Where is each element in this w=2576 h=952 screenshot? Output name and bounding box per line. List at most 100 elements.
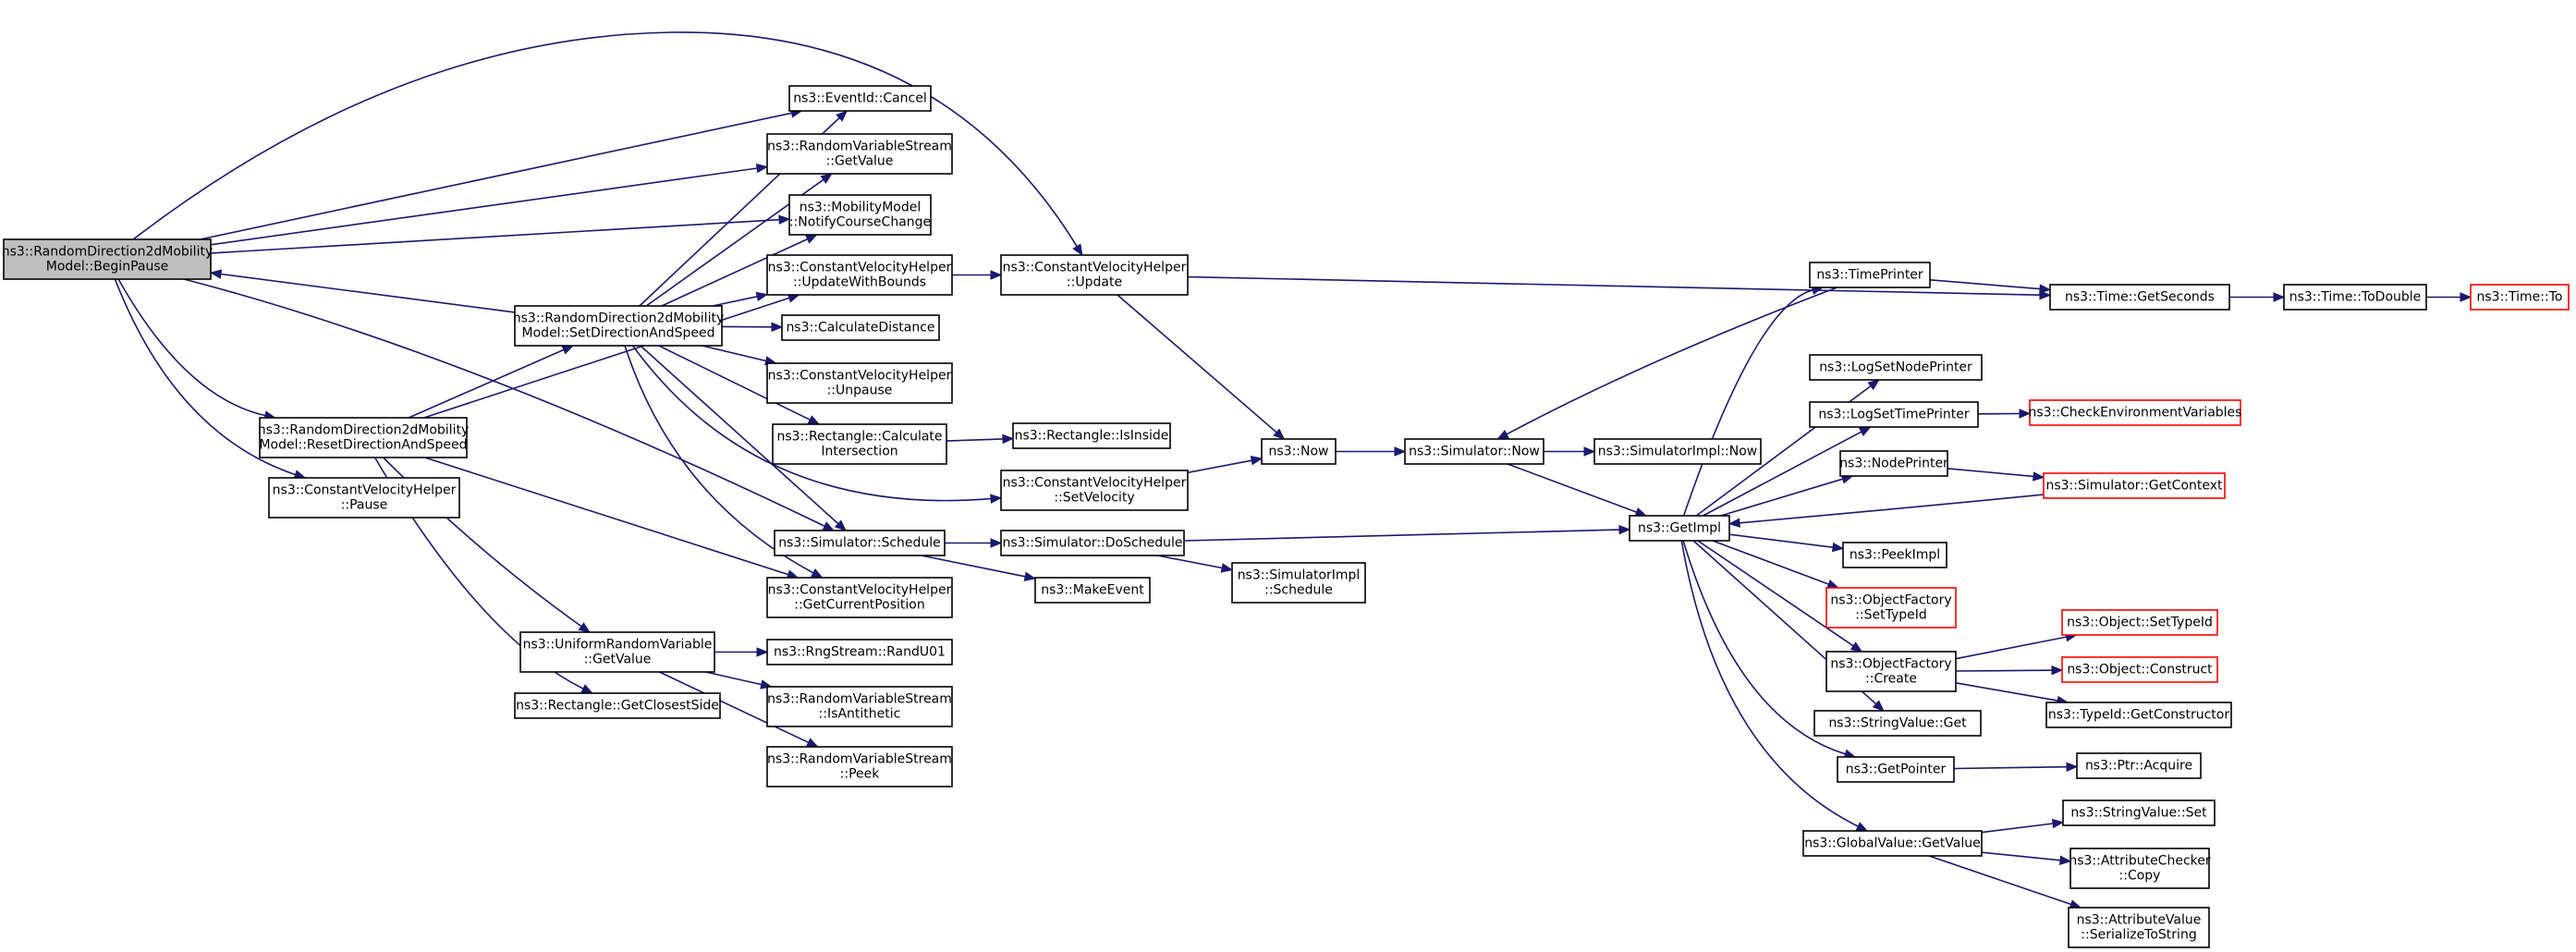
graph-node-ac-copy[interactable]: ns3::AttributeChecker::Copy: [2069, 848, 2211, 889]
graph-node-time-getseconds[interactable]: ns3::Time::GetSeconds: [2049, 284, 2230, 311]
graph-node-ns3-now[interactable]: ns3::Now: [1261, 438, 1337, 465]
node-label: ::GetValue: [826, 154, 894, 169]
graph-node-urv-getvalue[interactable]: ns3::UniformRandomVariable::GetValue: [519, 631, 715, 673]
graph-node-of-settypeid[interactable]: ns3::ObjectFactory::SetTypeId: [1825, 587, 1957, 629]
graph-node-event-cancel[interactable]: ns3::EventId::Cancel: [788, 85, 932, 112]
graph-node-calc-distance[interactable]: ns3::CalculateDistance: [781, 314, 940, 341]
graph-node-sim-doschedule[interactable]: ns3::Simulator::DoSchedule: [1000, 530, 1185, 556]
graph-node-peek-impl[interactable]: ns3::PeekImpl: [1842, 542, 1947, 568]
graph-node-check-env[interactable]: ns3::CheckEnvironmentVariables: [2029, 399, 2242, 426]
node-box: [772, 423, 947, 465]
call-edge-line: [702, 345, 766, 362]
graph-node-set-dir-speed[interactable]: ns3::RandomDirection2dMobilityModel::Set…: [513, 305, 724, 347]
node-box: [766, 133, 953, 175]
arrowhead-icon: [836, 110, 848, 122]
call-edge-line: [1720, 478, 1843, 517]
call-edge-line: [1739, 494, 2045, 524]
graph-node-cvh-setvel[interactable]: ns3::ConstantVelocityHelper::SetVelocity: [1000, 470, 1189, 511]
graph-node-time-todouble[interactable]: ns3::Time::ToDouble: [2283, 284, 2427, 311]
graph-node-cvh-update-bounds[interactable]: ns3::ConstantVelocityHelper::UpdateWithB…: [766, 254, 953, 296]
node-box: [1802, 830, 1983, 857]
graph-node-rect-isinside[interactable]: ns3::Rectangle::IsInside: [1012, 422, 1171, 449]
node-label: ns3::Simulator::GetContext: [2045, 479, 2223, 494]
graph-node-get-pointer[interactable]: ns3::GetPointer: [1837, 756, 1955, 783]
graph-node-log-set-time[interactable]: ns3::LogSetTimePrinter: [1809, 401, 1979, 428]
node-label: Intersection: [821, 445, 897, 459]
node-label: ::GetValue: [584, 653, 652, 667]
graph-node-get-impl[interactable]: ns3::GetImpl: [1629, 515, 1730, 542]
graph-node-obj-construct[interactable]: ns3::Object::Construct: [2061, 656, 2218, 683]
arrowhead-icon: [1394, 446, 1407, 457]
graph-node-mm-notify[interactable]: ns3::MobilityModel::NotifyCourseChange: [788, 194, 932, 236]
arrowhead-icon: [834, 519, 847, 531]
node-label: ::Schedule: [1264, 583, 1333, 598]
node-box: [1034, 577, 1151, 604]
node-label: ::SetVelocity: [1054, 491, 1134, 506]
node-label: Model::SetDirectionAndSpeed: [522, 326, 715, 341]
graph-node-stringvalue-get[interactable]: ns3::StringValue::Get: [1813, 710, 1982, 737]
node-label: ::Unpause: [827, 384, 893, 398]
graph-node-typeid-getctor[interactable]: ns3::TypeId::GetConstructor: [2045, 702, 2232, 728]
graph-node-cvh-update[interactable]: ns3::ConstantVelocityHelper::Update: [1000, 254, 1189, 296]
node-label: ns3::Time::GetSeconds: [2065, 290, 2215, 305]
node-label: ns3::ObjectFactory: [1830, 657, 1951, 672]
graph-node-make-event[interactable]: ns3::MakeEvent: [1034, 577, 1151, 604]
graph-node-simimpl-now[interactable]: ns3::SimulatorImpl::Now: [1593, 438, 1762, 465]
node-label: Model::ResetDirectionAndSpeed: [259, 438, 467, 453]
call-edge-line: [1929, 279, 2041, 290]
graph-node-sim-now[interactable]: ns3::Simulator::Now: [1404, 438, 1544, 465]
graph-node-node-printer[interactable]: ns3::NodePrinter: [1839, 450, 1948, 477]
node-label: ns3::StringValue::Get: [1828, 716, 1967, 731]
graph-node-cvh-pause[interactable]: ns3::ConstantVelocityHelper::Pause: [268, 477, 460, 519]
node-box: [1000, 254, 1189, 296]
graph-node-begin-pause: ns3::RandomDirection2dMobilityModel::Beg…: [2, 238, 213, 280]
graph-node-rvs-peek[interactable]: ns3::RandomVariableStream::Peek: [766, 746, 953, 787]
call-edge: [1981, 851, 2072, 865]
graph-node-obj-settypeid[interactable]: ns3::Object::SetTypeId: [2061, 609, 2218, 636]
graph-node-rvs-isanti[interactable]: ns3::RandomVariableStream::IsAntithetic: [766, 686, 953, 727]
node-label: ::IsAntithetic: [819, 707, 901, 722]
node-label: ns3::NodePrinter: [1839, 457, 1948, 471]
call-edge-line: [640, 345, 839, 525]
graph-node-reset-dir-speed[interactable]: ns3::RandomDirection2dMobilityModel::Res…: [258, 417, 469, 458]
arrowhead-icon: [2051, 665, 2064, 676]
arrowhead-icon: [990, 270, 1003, 280]
call-edge: [721, 322, 784, 333]
graph-node-log-set-node[interactable]: ns3::LogSetNodePrinter: [1809, 354, 1983, 381]
call-edge-line: [1697, 540, 1854, 647]
call-edge: [1953, 762, 2079, 772]
call-edge: [705, 671, 773, 690]
graph-node-sim-schedule[interactable]: ns3::Simulator::Schedule: [774, 530, 946, 556]
graph-node-time-to[interactable]: ns3::Time::To: [2470, 284, 2570, 311]
call-edge: [1955, 682, 2069, 706]
call-edge: [1928, 855, 2082, 909]
graph-node-rvs-getvalue[interactable]: ns3::RandomVariableStream::GetValue: [766, 133, 953, 175]
node-label: ns3::EventId::Cancel: [793, 92, 927, 106]
graph-node-av-serialize[interactable]: ns3::AttributeValue::SerializeToString: [2068, 907, 2210, 948]
graph-node-stringvalue-set[interactable]: ns3::StringValue::Set: [2062, 799, 2216, 826]
node-box: [519, 631, 715, 673]
graph-node-rng-randu01[interactable]: ns3::RngStream::RandU01: [766, 639, 953, 665]
graph-node-cvh-unpause[interactable]: ns3::ConstantVelocityHelper::Unpause: [766, 362, 953, 404]
node-label: ns3::TimePrinter: [1816, 268, 1923, 283]
node-box: [2029, 399, 2241, 426]
call-edge: [1336, 446, 1407, 457]
graph-node-time-printer[interactable]: ns3::TimePrinter: [1809, 262, 1931, 288]
graph-node-simimpl-schedule[interactable]: ns3::SimulatorImpl::Schedule: [1231, 562, 1366, 604]
call-edge-line: [661, 238, 809, 307]
node-box: [259, 417, 468, 458]
graph-node-of-create[interactable]: ns3::ObjectFactory::Create: [1825, 651, 1957, 692]
node-box: [1261, 438, 1337, 465]
arrowhead-icon: [1002, 433, 1015, 445]
graph-node-cvh-get-pos[interactable]: ns3::ConstantVelocityHelper::GetCurrentP…: [766, 577, 953, 618]
graph-node-ptr-acquire[interactable]: ns3::Ptr::Acquire: [2076, 752, 2202, 779]
graph-node-rect-closest[interactable]: ns3::Rectangle::GetClosestSide: [514, 692, 721, 719]
node-label: ns3::AttributeValue: [2077, 913, 2202, 928]
arrowhead-icon: [990, 538, 1003, 548]
call-edge-line: [1183, 529, 1620, 542]
graph-node-gv-getvalue[interactable]: ns3::GlobalValue::GetValue: [1802, 830, 1983, 857]
call-edge: [1183, 524, 1631, 542]
graph-node-sim-getcontext[interactable]: ns3::Simulator::GetContext: [2043, 472, 2226, 499]
node-box: [1825, 587, 1957, 629]
